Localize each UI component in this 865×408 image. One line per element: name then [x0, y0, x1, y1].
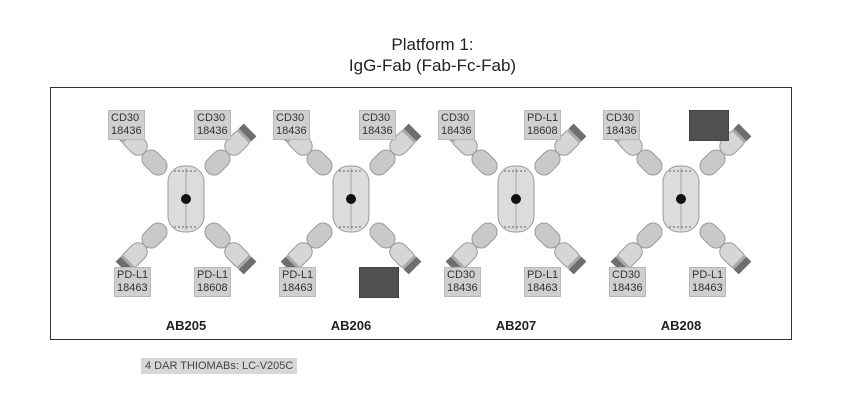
fab-arm-top-right — [204, 123, 257, 176]
fab-arm-bottom-right — [699, 222, 752, 275]
antibody-name: AB206 — [330, 318, 372, 333]
antibody-glyph — [280, 123, 422, 275]
antibody-glyph — [445, 123, 587, 275]
center-dot — [181, 194, 191, 204]
fab-arm-bottom-right — [534, 222, 587, 275]
center-dot — [346, 194, 356, 204]
antibody-glyph — [610, 123, 752, 275]
fab-arm-top-right — [369, 123, 422, 176]
footer-note: 4 DAR THIOMABs: LC-V205C — [141, 358, 298, 374]
molecule-diagram — [445, 123, 587, 275]
fab-arm-bottom-right — [369, 222, 422, 275]
center-dot — [676, 194, 686, 204]
fab-arm-bottom-right — [204, 222, 257, 275]
fab-arm-bottom-left — [280, 222, 333, 275]
center-dot — [511, 194, 521, 204]
antibody-name: AB208 — [660, 318, 702, 333]
label-bottom-right-redacted — [359, 267, 399, 298]
antibody-name: AB205 — [165, 318, 207, 333]
antibody-name: AB207 — [495, 318, 537, 333]
fab-arm-top-right — [534, 123, 587, 176]
diagram-title-line1: Platform 1: — [391, 35, 474, 54]
label-top-right-redacted — [689, 110, 729, 141]
diagram-title-line2: IgG-Fab (Fab-Fc-Fab) — [348, 56, 517, 75]
antibody-glyph — [115, 123, 257, 275]
